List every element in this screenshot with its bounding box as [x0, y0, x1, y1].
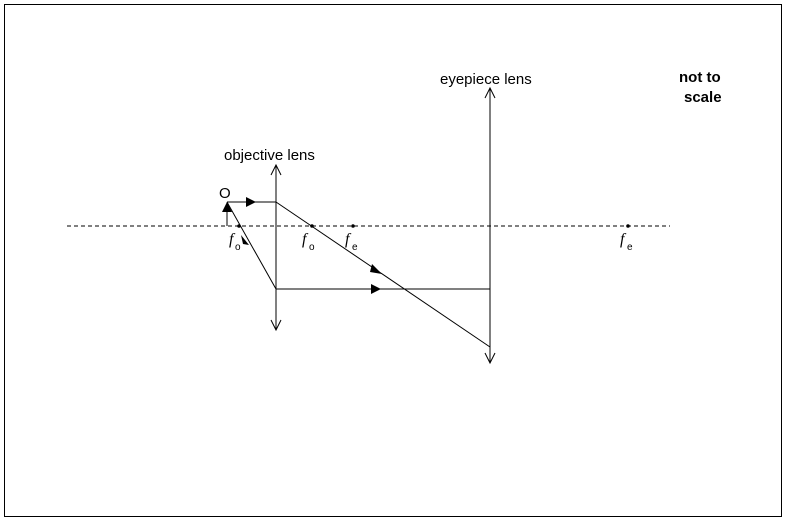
svg-text:e: e [627, 242, 633, 253]
focal-point-objective-right [310, 224, 314, 228]
objective-lens [270, 163, 282, 332]
objective-label: objective lens [224, 147, 315, 164]
object-arrow [222, 202, 232, 226]
svg-text:f: f [620, 231, 627, 248]
focal-point-eyepiece-right [626, 224, 630, 228]
svg-text:f: f [345, 231, 352, 248]
ray-through-focus [226, 201, 490, 294]
svg-text:f: f [302, 231, 309, 248]
svg-text:o: o [235, 242, 241, 253]
svg-text:o: o [309, 242, 315, 253]
object-label: O [219, 185, 231, 202]
scale-note-line2: scale [684, 89, 722, 106]
focal-label-fo-right: f o [302, 231, 315, 253]
diagram-frame [4, 4, 782, 517]
focal-label-fo-left: f o [229, 231, 241, 253]
eyepiece-label: eyepiece lens [440, 71, 532, 88]
focal-point-eyepiece-left [351, 224, 355, 228]
focal-point-objective-left [237, 224, 241, 228]
scale-note-line1: not to [679, 69, 721, 86]
svg-text:f: f [229, 231, 236, 248]
eyepiece-lens [484, 86, 496, 365]
focal-label-fe-left: f e [345, 231, 358, 253]
focal-label-fe-right: f e [620, 231, 633, 253]
svg-text:e: e [352, 242, 358, 253]
